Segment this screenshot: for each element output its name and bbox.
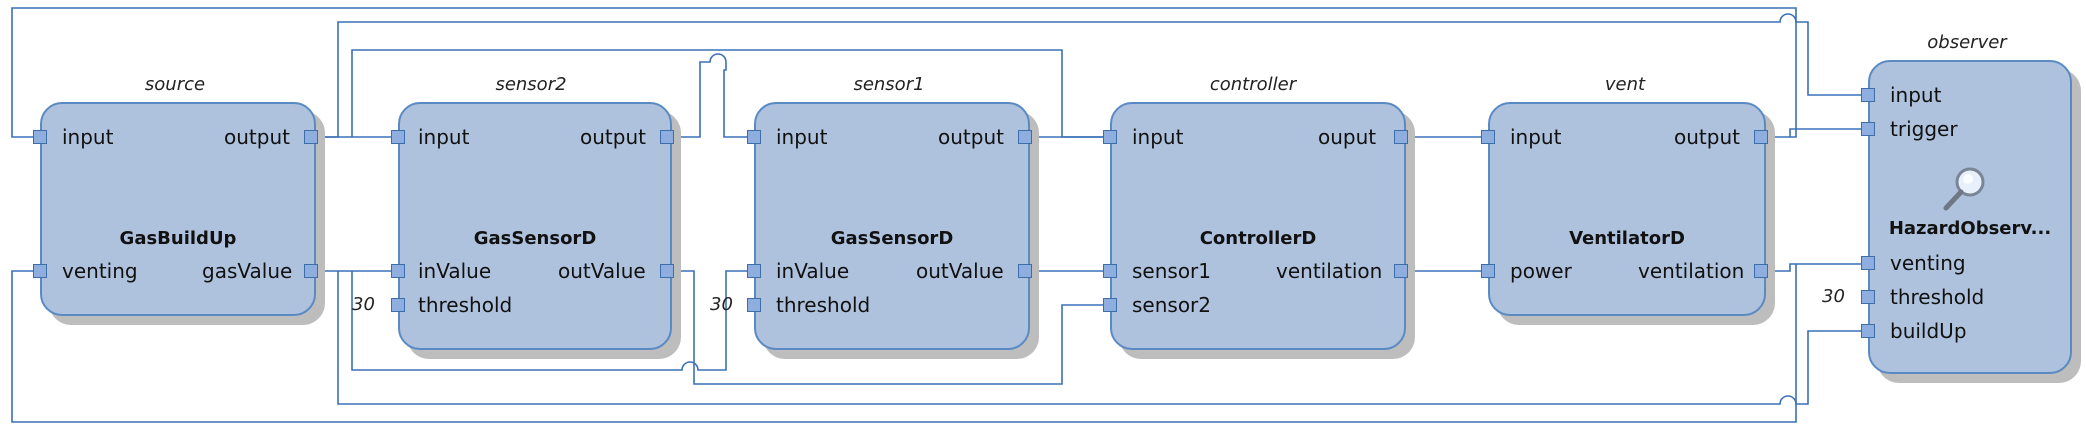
port-source-output[interactable] [304,130,318,144]
port-label-sensor1: sensor1 [1132,259,1212,283]
port-sensor2-outvalue[interactable] [660,264,674,278]
port-observer-trigger[interactable] [1861,122,1875,136]
block-vent[interactable]: VentilatorD [1488,102,1766,316]
block-type-hazardobserver: HazardObserv... [1888,218,2052,239]
block-type-controllerd: ControllerD [1199,228,1317,249]
port-sensor2-input[interactable] [391,130,405,144]
threshold-value: 30 [710,294,733,315]
port-vent-power[interactable] [1481,264,1495,278]
port-label-input: input [1510,125,1562,149]
port-controller-sensor1[interactable] [1103,264,1117,278]
port-controller-ventilation[interactable] [1394,264,1408,278]
port-label-input: input [1890,83,1942,107]
port-label-threshold: threshold [1890,285,1985,309]
port-sensor1-output[interactable] [1018,130,1032,144]
port-label-input: input [776,125,828,149]
wire-source-gasvalue-sensor1-invalue [351,270,748,371]
port-label-invalue: inValue [418,259,492,283]
block-type-gasbuildup: GasBuildUp [119,228,237,249]
magnifier-icon [1943,167,1985,211]
wire-observer-trigger-source-input [11,7,1797,138]
port-label-venting: venting [62,259,138,283]
port-observer-venting[interactable] [1861,256,1875,270]
wire-sensor2-output-sensor1-input [674,53,748,138]
threshold-value: 30 [352,294,375,315]
block-type-gassensord: GasSensorD [830,228,954,249]
port-sensor2-output[interactable] [660,130,674,144]
block-sensor1[interactable]: GasSensorD [754,102,1030,350]
wire-vent-ventilation-observer-venting [1768,263,1862,272]
block-type-gassensord: GasSensorD [473,228,597,249]
port-label-output: output [1674,125,1740,149]
block-type-ventilatord: VentilatorD [1569,228,1685,249]
block-sensor2[interactable]: GasSensorD [398,102,672,350]
port-label-output: output [580,125,646,149]
port-label-input: input [418,125,470,149]
port-label-ouput: ouput [1318,125,1377,149]
port-observer-buildup[interactable] [1861,324,1875,338]
port-label-power: power [1510,259,1572,283]
port-label-ventilation: ventilation [1276,259,1383,283]
block-source[interactable]: GasBuildUp [40,102,316,316]
instance-label-vent: vent [1604,74,1646,95]
port-sensor1-outvalue[interactable] [1018,264,1032,278]
port-controller-sensor2[interactable] [1103,298,1117,312]
port-label-trigger: trigger [1890,117,1958,141]
port-sensor2-threshold[interactable] [391,298,405,312]
port-label-gasvalue: gasValue [202,259,293,283]
port-label-threshold: threshold [418,293,513,317]
wire-vent-output-observer-trigger [1768,128,1862,138]
instance-label-source: source [144,74,206,95]
threshold-value: 30 [1822,286,1845,307]
port-source-input[interactable] [33,130,47,144]
instance-label-controller: controller [1209,74,1297,95]
port-label-input: input [1132,125,1184,149]
port-label-threshold: threshold [776,293,871,317]
port-source-venting[interactable] [33,264,47,278]
block-controller[interactable]: ControllerD [1110,102,1406,350]
instance-label-sensor2: sensor2 [495,74,567,95]
wire-observer-venting-source-venting [11,264,1797,423]
port-label-input: input [62,125,114,149]
port-observer-input[interactable] [1861,88,1875,102]
port-sensor1-invalue[interactable] [747,264,761,278]
port-sensor1-threshold[interactable] [747,298,761,312]
port-label-outvalue: outValue [916,259,1004,283]
port-sensor2-invalue[interactable] [391,264,405,278]
instance-label-sensor1: sensor1 [853,74,925,95]
port-label-sensor2: sensor2 [1132,293,1212,317]
port-label-outvalue: outValue [558,259,646,283]
port-vent-output[interactable] [1754,130,1768,144]
port-label-buildup: buildUp [1890,319,1967,343]
instance-label-observer: observer [1927,32,2007,53]
port-label-output: output [938,125,1004,149]
port-label-output: output [224,125,290,149]
port-observer-threshold[interactable] [1861,290,1875,304]
port-source-gasvalue[interactable] [304,264,318,278]
port-controller-input[interactable] [1103,130,1117,144]
port-controller-ouput[interactable] [1394,130,1408,144]
port-label-venting: venting [1890,251,1966,275]
port-label-invalue: inValue [776,259,850,283]
block-observer[interactable]: HazardObserv... [1868,60,2072,374]
port-vent-ventilation[interactable] [1754,264,1768,278]
port-vent-input[interactable] [1481,130,1495,144]
wire-sensor2-outvalue-controller-sensor2 [674,270,1104,385]
port-label-ventilation: ventilation [1638,259,1745,283]
port-sensor1-input[interactable] [747,130,761,144]
